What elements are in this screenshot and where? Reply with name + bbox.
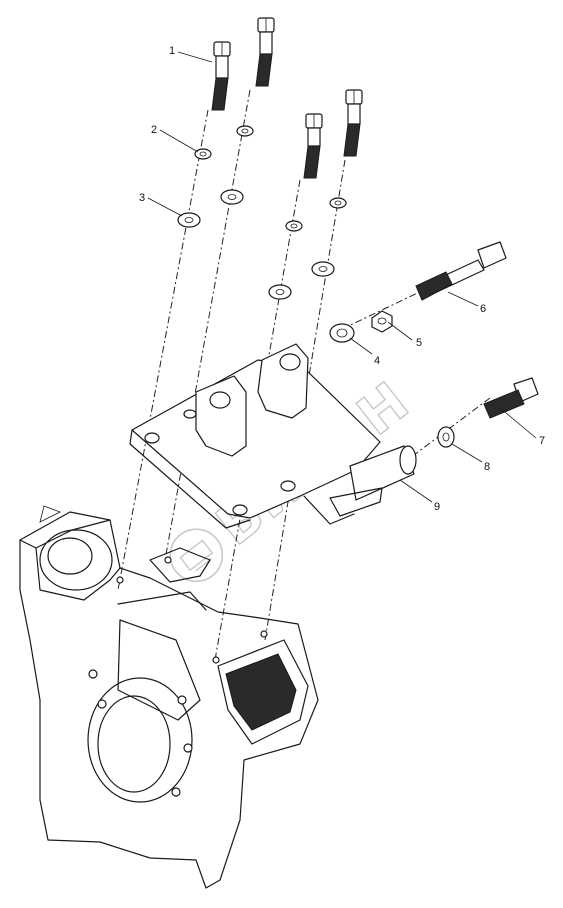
leader-lines bbox=[147, 51, 537, 503]
steering-knuckle-housing bbox=[19, 505, 319, 889]
bolt-1-c bbox=[303, 113, 323, 179]
callout-6: 6 bbox=[480, 303, 486, 315]
washer-8 bbox=[437, 426, 455, 448]
nut bbox=[371, 310, 393, 333]
callout-4: 4 bbox=[374, 355, 380, 367]
bolt-1-d bbox=[343, 89, 363, 157]
long-bolt bbox=[415, 241, 507, 301]
bolt-1-b bbox=[255, 17, 275, 87]
bushing bbox=[329, 323, 355, 343]
callout-numbers: 1 2 3 4 5 6 7 8 9 bbox=[139, 45, 545, 513]
flat-washers bbox=[177, 189, 335, 300]
spring-washers bbox=[194, 125, 347, 232]
callout-1: 1 bbox=[169, 45, 175, 57]
callout-5: 5 bbox=[416, 337, 422, 349]
callout-7: 7 bbox=[539, 435, 545, 447]
short-bolt bbox=[483, 377, 539, 419]
callout-8: 8 bbox=[484, 461, 490, 473]
callout-2: 2 bbox=[151, 124, 157, 136]
callout-9: 9 bbox=[434, 501, 440, 513]
mounting-bracket bbox=[129, 343, 417, 529]
bolt-1-a bbox=[211, 41, 231, 111]
watermark-logo bbox=[169, 528, 224, 583]
callout-3: 3 bbox=[139, 192, 145, 204]
